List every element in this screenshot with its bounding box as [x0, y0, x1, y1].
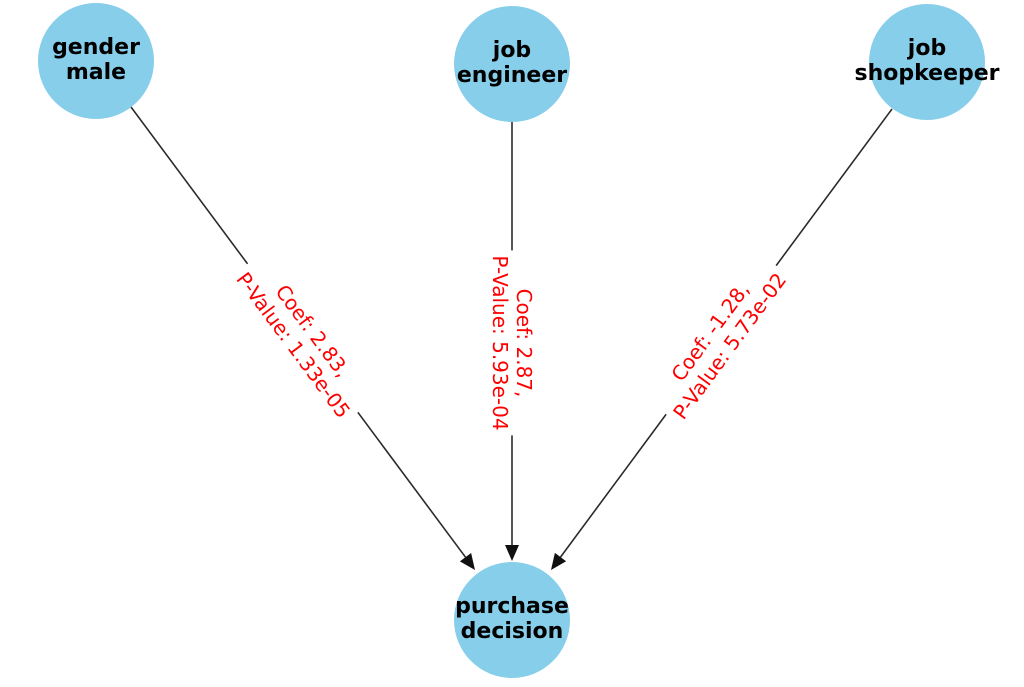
node-job-engineer: job engineer — [454, 6, 570, 122]
node-purchase-decision: purchase decision — [454, 562, 570, 678]
node-label-job-engineer: job engineer — [456, 38, 568, 88]
arrowhead-gender-male-to-purchase-decision — [459, 553, 475, 570]
arrowhead-job-engineer-to-purchase-decision — [505, 545, 519, 561]
arrowhead-job-shopkeeper-to-purchase-decision — [551, 552, 567, 570]
edge-label-job-engineer-to-purchase-decision: Coef: 2.87, P-Value: 5.93e-04 — [485, 250, 539, 436]
node-label-purchase-decision: purchase decision — [455, 594, 569, 644]
node-label-job-shopkeeper: job shopkeeper — [854, 36, 1000, 86]
node-label-gender-male: gender male — [52, 35, 140, 85]
node-job-shopkeeper: job shopkeeper — [854, 4, 1000, 120]
edge-label-pvalue: P-Value: 5.93e-04 — [488, 255, 512, 431]
edge-label-coef: Coef: 2.87, — [512, 288, 536, 398]
node-gender-male: gender male — [38, 3, 154, 119]
